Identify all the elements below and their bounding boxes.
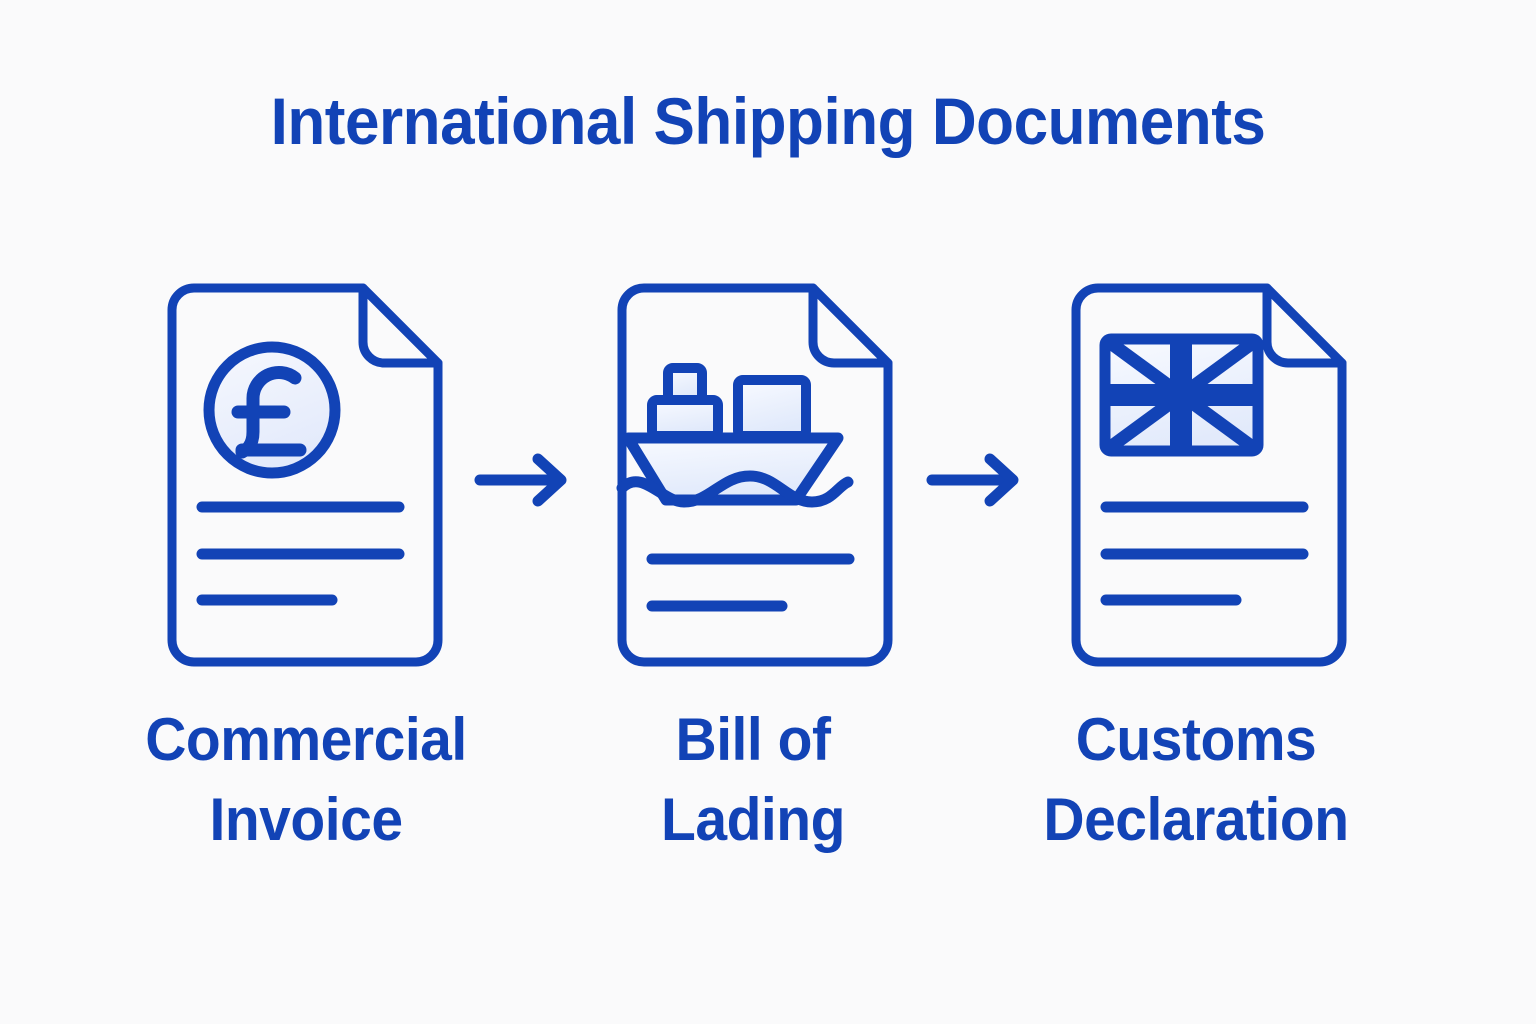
label-line-2: Declaration bbox=[1043, 785, 1349, 853]
document-uk-flag-icon bbox=[1071, 283, 1347, 667]
label-customs-declaration: Customs Declaration bbox=[997, 700, 1396, 860]
label-line-2: Lading bbox=[661, 785, 845, 853]
flow-step-customs-declaration[interactable] bbox=[1040, 270, 1360, 690]
label-bill-of-lading: Bill of Lading bbox=[554, 700, 953, 860]
flow-labels: Commercial Invoice Bill of Lading Custom… bbox=[0, 700, 1536, 900]
page-title: International Shipping Documents bbox=[270, 84, 1266, 158]
label-line-1: Commercial bbox=[145, 706, 467, 773]
flow-step-bill-of-lading[interactable] bbox=[586, 270, 906, 690]
label-line-2: Invoice bbox=[209, 785, 403, 853]
label-line-1: Customs bbox=[1075, 706, 1317, 773]
label-commercial-invoice: Commercial Invoice bbox=[107, 700, 506, 860]
document-flow bbox=[0, 270, 1536, 690]
label-line-1: Bill of bbox=[675, 706, 831, 773]
flow-step-commercial-invoice[interactable] bbox=[136, 270, 456, 690]
arrow-right-icon bbox=[474, 453, 567, 507]
document-pound-coin-icon bbox=[167, 283, 443, 667]
document-cargo-ship-icon bbox=[616, 283, 893, 667]
arrow-right-icon bbox=[926, 453, 1019, 507]
